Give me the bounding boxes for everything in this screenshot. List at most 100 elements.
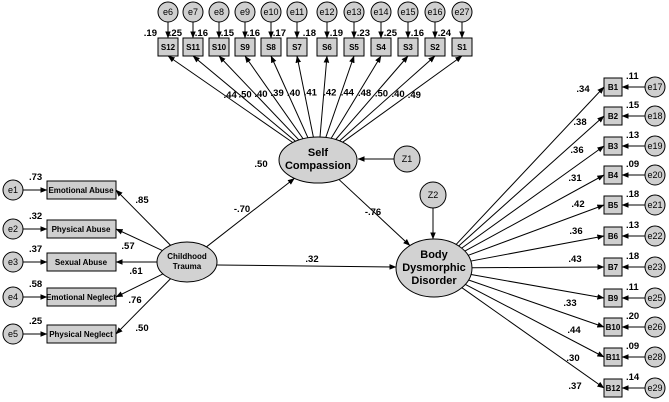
indicator-box-S8 <box>260 37 282 57</box>
loading-arrow-S1 <box>342 55 463 143</box>
indicator-label-B10: B10 <box>606 323 621 332</box>
indicator-box-S4 <box>370 37 392 57</box>
edges-layer <box>23 22 645 391</box>
error-label-e21: e21 <box>647 200 662 210</box>
indicator-box-S5 <box>343 37 365 57</box>
indicator-box-S1 <box>451 37 473 57</box>
latent-childhood-trauma: Childhood Trauma <box>156 241 218 283</box>
error-label-e7: e7 <box>188 7 198 17</box>
indicator-r2-B3: .13 <box>626 130 639 141</box>
loading-arrow-e2 <box>115 228 163 252</box>
error-circle-e16 <box>424 1 446 23</box>
z1-circle <box>393 145 421 173</box>
loading-arrow-B5 <box>468 204 605 256</box>
indicator-r2-S10: .16 <box>195 28 208 39</box>
error-circle-e22 <box>644 225 666 247</box>
indicator-box-B11 <box>603 347 623 367</box>
loading-arrow-S6 <box>319 55 330 138</box>
error-circle-e21 <box>644 194 666 216</box>
indicator-box-sexual-abuse <box>46 252 117 272</box>
loading-arrow-S5 <box>325 55 355 138</box>
loading-arrow-S8 <box>270 55 309 138</box>
error-label-e4: e4 <box>8 292 18 302</box>
error-label-e26: e26 <box>647 322 662 332</box>
error-circle-e2 <box>2 218 24 240</box>
indicator-r2-S7: .17 <box>273 28 286 39</box>
error-label-e22: e22 <box>647 231 662 241</box>
z1-label: Z1 <box>402 154 413 164</box>
error-label-e8: e8 <box>214 7 224 17</box>
loading-coef-S4: .48 <box>358 88 371 99</box>
z2-label: Z2 <box>428 190 439 200</box>
error-circle-e8 <box>208 1 230 23</box>
indicator-box-S6 <box>316 37 338 57</box>
loading-coef-S6: .42 <box>323 87 336 98</box>
error-label-e14: e14 <box>373 7 388 17</box>
indicator-r2-e3: .37 <box>29 244 42 255</box>
loading-coef-B2: .38 <box>573 117 586 128</box>
indicator-box-B12 <box>603 378 623 398</box>
indicator-r2-S9: .15 <box>221 28 235 39</box>
self-compassion-ellipse <box>278 136 358 184</box>
loading-arrow-B11 <box>465 283 605 358</box>
disturbance-z1: Z1 <box>393 145 421 173</box>
z2-circle <box>419 181 447 209</box>
indicator-box-physical-abuse <box>46 219 117 239</box>
loading-arrow-B3 <box>461 145 605 249</box>
loading-coef-B1: .34 <box>576 84 590 95</box>
error-label-e15: e15 <box>400 7 415 17</box>
indicator-box-B7 <box>603 257 623 277</box>
indicator-r2-S8: .16 <box>247 28 260 39</box>
path-sc-to-bdd <box>338 179 411 246</box>
loading-arrow-B9 <box>470 274 605 300</box>
indicator-r2-S6: .18 <box>303 28 316 39</box>
loading-arrow-e1 <box>115 189 171 246</box>
indicator-box-B5 <box>603 195 623 215</box>
loading-coef-S12: .44 <box>224 90 238 101</box>
indicator-r2-B11: .09 <box>626 341 639 352</box>
indicator-r2-S4: .23 <box>357 28 370 39</box>
bdd-label-3: Disorder <box>411 275 457 287</box>
error-circle-e20 <box>644 164 666 186</box>
error-circle-e19 <box>644 135 666 157</box>
error-circle-e9 <box>234 1 256 23</box>
error-circle-e26 <box>644 316 666 338</box>
loading-arrow-B10 <box>468 279 605 328</box>
loading-arrow-B12 <box>461 287 605 389</box>
indicator-label-S8: S8 <box>266 43 276 52</box>
loading-arrow-e5 <box>115 278 171 335</box>
indicator-r2-e2: .32 <box>29 211 42 222</box>
indicator-label-sexual-abuse: Sexual Abuse <box>55 258 108 267</box>
error-label-e5: e5 <box>8 329 18 339</box>
path-ct-to-sc <box>206 177 295 248</box>
loading-arrow-B6 <box>470 234 605 262</box>
indicator-box-B2 <box>603 106 623 126</box>
indicator-box-emotional-neglect <box>46 287 117 307</box>
error-label-e20: e20 <box>647 170 662 180</box>
indicator-r2-B10: .20 <box>626 311 639 322</box>
loading-arrow-B4 <box>464 174 605 252</box>
indicator-label-B9: B9 <box>608 294 619 303</box>
indicator-label-S9: S9 <box>240 43 250 52</box>
loading-arrow-S2 <box>339 55 436 142</box>
loading-arrow-B2 <box>458 115 605 247</box>
bdd-label-2: Dysmorphic <box>402 262 466 274</box>
error-label-e13: e13 <box>346 7 361 17</box>
loading-coef-S9: .39 <box>271 88 284 99</box>
indicator-label-emotional-neglect: Emotional Neglect <box>46 293 116 302</box>
indicator-r2-S12: .19 <box>144 28 157 39</box>
indicator-r2-B7: .18 <box>626 251 639 262</box>
error-circle-e11 <box>286 1 308 23</box>
indicator-label-S4: S4 <box>376 43 386 52</box>
error-label-e17: e17 <box>647 82 662 92</box>
loading-coef-S1: .49 <box>408 90 421 101</box>
loading-coef-S5: .44 <box>341 88 355 99</box>
loading-coef-e1: .85 <box>135 195 149 206</box>
error-circle-e29 <box>644 377 666 399</box>
error-label-e19: e19 <box>647 141 662 151</box>
indicator-box-S7 <box>286 37 308 57</box>
self-compassion-label-1: Self <box>308 147 329 159</box>
error-label-e3: e3 <box>8 257 18 267</box>
indicator-r2-S1: .24 <box>438 28 452 39</box>
loading-arrow-S7 <box>295 55 314 138</box>
